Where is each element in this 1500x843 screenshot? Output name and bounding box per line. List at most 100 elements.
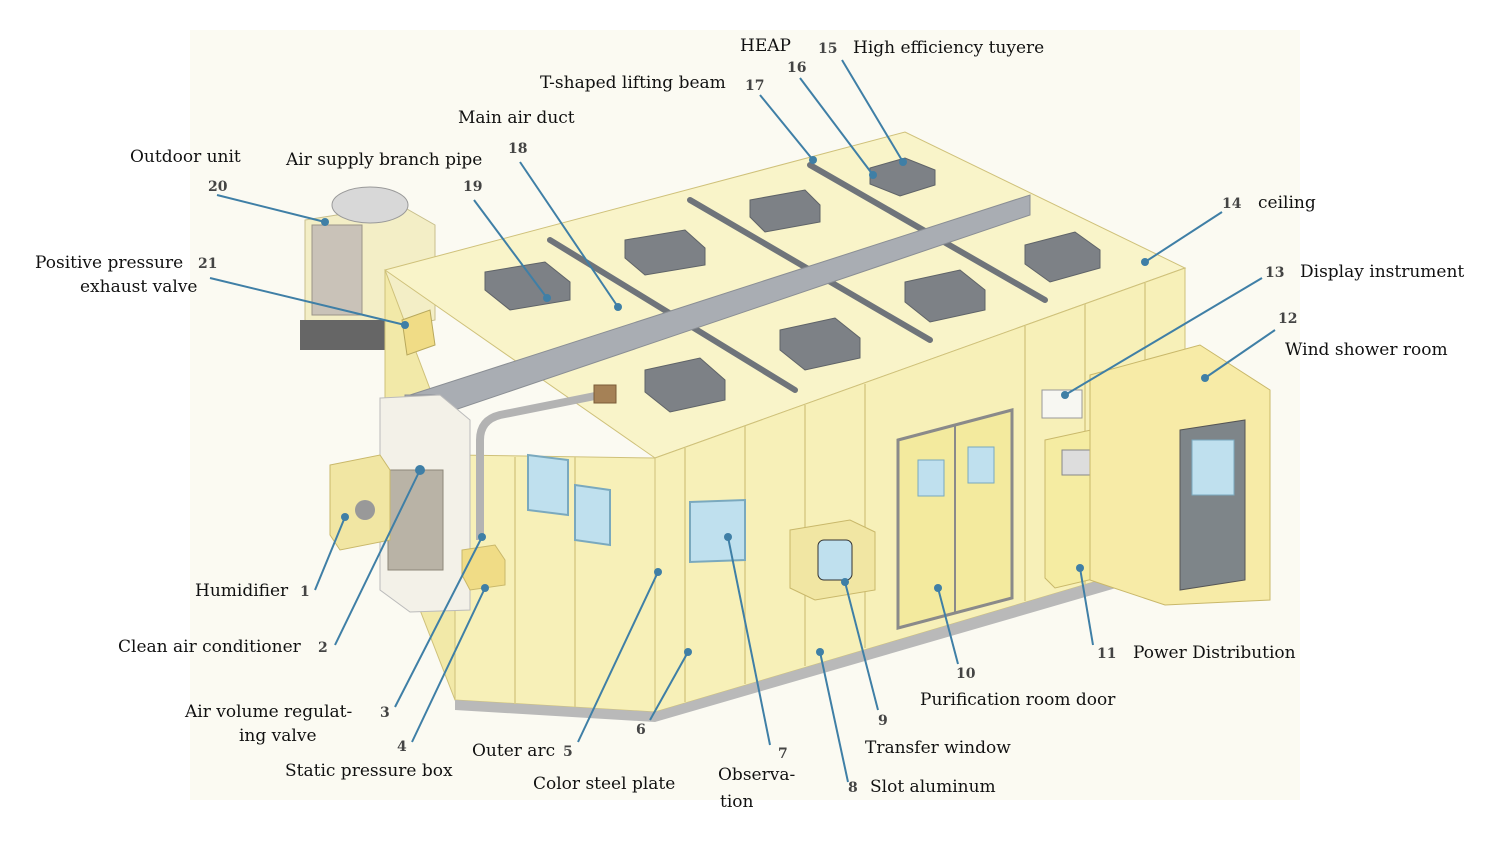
leader-line-5: [577, 571, 659, 743]
outdoor-unit-drawing: [300, 186, 436, 350]
leader-dot-4: [481, 584, 489, 592]
callout-number-6: 6: [636, 722, 646, 738]
callout-label-19: Air supply branch pipe: [285, 150, 482, 170]
leader-dot-1: [341, 513, 349, 521]
leader-dot-16: [869, 171, 877, 179]
leader-line-2: [334, 469, 421, 646]
callout-label-10: Purification room door: [920, 690, 1116, 710]
callout-label-17: T-shaped lifting beam: [540, 73, 726, 93]
supply-pipe: [476, 391, 601, 540]
air-conditioner-drawing: [379, 394, 471, 613]
leader-dot-20: [321, 218, 329, 226]
leader-line-8: [819, 651, 849, 783]
callout-number-19: 19: [463, 179, 482, 195]
base-strip: [455, 555, 1185, 722]
callout-label-1: Humidifier: [195, 581, 289, 601]
callout-label-5: Outer arc: [472, 741, 555, 761]
leader-line-12: [1204, 329, 1276, 379]
wind-shower-drawing: [1089, 344, 1271, 606]
callout-number-3: 3: [380, 705, 390, 721]
static-pressure-box: [461, 544, 506, 591]
callout-number-12: 12: [1278, 311, 1297, 327]
callout-label-21-line-1: Positive pressure: [35, 253, 183, 273]
callout-number-9: 9: [878, 713, 888, 729]
leader-dot-2: [416, 466, 424, 474]
leader-line-6: [649, 651, 689, 721]
leader-line-1: [314, 516, 346, 591]
callout-label-18: Main air duct: [458, 108, 575, 128]
leader-line-9: [844, 581, 879, 711]
leader-line-15: [841, 59, 904, 163]
callout-label-6: Color steel plate: [533, 774, 675, 794]
callout-number-13: 13: [1265, 265, 1284, 281]
callout-label-8: Slot aluminum: [870, 777, 996, 797]
callout-label-4: Static pressure box: [285, 761, 453, 781]
valve-box: [593, 384, 617, 404]
leader-line-20: [216, 194, 326, 223]
callout-number-15: 15: [818, 41, 837, 57]
callout-label-20: Outdoor unit: [130, 147, 241, 167]
leader-line-17: [759, 94, 814, 161]
callout-labels: 1 Humidifier 2 Clean air conditioner 3 Air vo…: [35, 36, 1464, 812]
leader-dot-19: [543, 294, 551, 302]
callout-number-10: 10: [956, 666, 976, 682]
leader-dot-18: [614, 303, 622, 311]
leader-dot-21: [401, 321, 409, 329]
leader-dot-3: [478, 533, 486, 541]
leader-dot-6: [684, 648, 692, 656]
callout-label-3-line-1: Air volume regulat-: [184, 702, 352, 722]
leader-line-11: [1079, 567, 1094, 646]
callout-label-9: Transfer window: [865, 738, 1011, 758]
callout-label-13: Display instrument: [1300, 262, 1464, 282]
clean-room-illustration: [190, 30, 1300, 800]
leader-line-10: [937, 587, 959, 665]
callout-number-18: 18: [508, 141, 527, 157]
callout-label-16: HEAP: [740, 36, 791, 56]
callout-label-15: High efficiency tuyere: [853, 38, 1044, 58]
leader-dot-5: [654, 568, 662, 576]
leader-dot-13: [1061, 391, 1069, 399]
leader-lines: [209, 59, 1276, 783]
callout-label-14: ceiling: [1258, 193, 1316, 213]
humidifier-drawing: [329, 454, 391, 551]
leader-line-4: [411, 587, 486, 743]
callout-label-2: Clean air conditioner: [118, 637, 302, 657]
callout-number-5: 5: [563, 744, 573, 760]
callout-number-11: 11: [1097, 646, 1116, 662]
leader-line-14: [1144, 211, 1223, 263]
leader-dot-10: [934, 584, 942, 592]
purification-door-drawing: [896, 408, 1014, 630]
leader-line-19: [473, 199, 548, 299]
callout-number-8: 8: [848, 780, 858, 796]
transfer-window-drawing: [789, 519, 876, 601]
callout-label-7-line-1: Observa-: [718, 765, 795, 785]
callout-number-1: 1: [300, 584, 310, 600]
callout-number-14: 14: [1222, 196, 1242, 212]
callout-number-16: 16: [787, 60, 806, 76]
leader-dot-11: [1076, 564, 1084, 572]
leader-line-7: [727, 536, 771, 746]
callout-number-21: 21: [198, 256, 217, 272]
callout-label-12: Wind shower room: [1285, 340, 1448, 360]
leader-dot-14: [1141, 258, 1149, 266]
leader-dot-15: [899, 158, 907, 166]
leader-line-13: [1064, 277, 1263, 396]
leader-line-3: [394, 536, 483, 708]
leader-line-18: [519, 161, 619, 308]
callout-label-3-line-2: ing valve: [239, 726, 317, 746]
leader-dot-7: [724, 533, 732, 541]
exhaust-valve-drawing: [401, 309, 436, 356]
leader-line-16: [799, 77, 874, 176]
callout-number-20: 20: [208, 179, 228, 195]
leader-dot-9: [841, 578, 849, 586]
callout-label-11: Power Distribution: [1133, 643, 1296, 663]
callout-number-2: 2: [318, 640, 328, 656]
callout-label-7-line-2: tion: [720, 792, 754, 812]
leader-dot-8: [816, 648, 824, 656]
leader-dot-12: [1201, 374, 1209, 382]
leader-line-21: [209, 277, 406, 326]
callout-label-21-line-2: exhaust valve: [80, 277, 197, 297]
leader-dot-17: [809, 156, 817, 164]
